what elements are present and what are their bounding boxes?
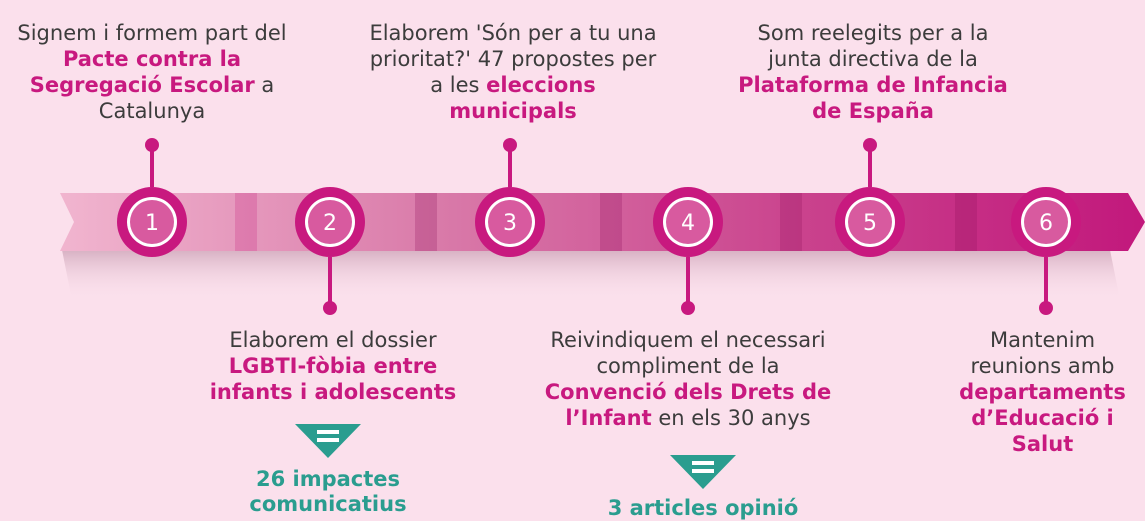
milestone-core [666, 200, 710, 244]
milestone-marker-6: 6 [1011, 187, 1081, 257]
caption-highlight: Plataforma de Infancia de España [738, 73, 1008, 123]
equals-arrow-icon [670, 455, 736, 489]
milestone-number: 4 [681, 211, 695, 236]
connector-dot [323, 301, 337, 315]
equals-arrow-icon [295, 424, 361, 458]
connector-dot [863, 138, 877, 152]
caption-text: en els 30 anys [651, 406, 811, 430]
milestone-caption-4: Reivindiquem el necessari compliment de … [543, 327, 833, 431]
caption-text: Signem i formem part del [17, 21, 287, 45]
milestone-caption-1: Signem i formem part del Pacte contra la… [7, 20, 297, 124]
caption-text: a Catalunya [98, 73, 275, 123]
milestone-marker-3: 3 [475, 187, 545, 257]
milestone-caption-6: Mantenim reunions amb departaments d’Edu… [945, 327, 1140, 457]
milestone-core [308, 200, 352, 244]
caption-text: Elaborem 'Són per a tu una prioritat?' 4… [369, 21, 657, 97]
milestone-core [848, 200, 892, 244]
connector-dot [1039, 301, 1053, 315]
timeline-band-shadow [62, 250, 1120, 300]
band-stripe [235, 193, 257, 251]
band-stripe [780, 193, 802, 251]
caption-text: Mantenim reunions amb [970, 328, 1115, 378]
connector-dot [145, 138, 159, 152]
result-text-milestone-2: 26 impactes comunicatius [249, 467, 407, 516]
caption-highlight: Pacte contra la Segregació Escolar [29, 47, 255, 97]
milestone-core [488, 200, 532, 244]
milestone-number: 2 [323, 211, 337, 236]
milestone-caption-5: Som reelegits per a la junta directiva d… [728, 20, 1018, 124]
caption-text: Elaborem el dossier [229, 328, 437, 352]
result-text-milestone-4: 3 articles opinió [607, 496, 799, 520]
milestone-marker-1: 1 [117, 187, 187, 257]
milestone-number: 1 [145, 211, 159, 236]
caption-text: Som reelegits per a la junta directiva d… [757, 21, 989, 71]
milestone-core [1024, 200, 1068, 244]
milestone-core [130, 200, 174, 244]
milestone-number: 5 [863, 211, 877, 236]
band-stripe [955, 193, 977, 251]
band-stripe [415, 193, 437, 251]
milestone-number: 6 [1039, 211, 1053, 236]
milestone-marker-2: 2 [295, 187, 365, 257]
caption-highlight: LGBTI-fòbia entre infants i adolescents [209, 354, 457, 404]
milestone-caption-3: Elaborem 'Són per a tu una prioritat?' 4… [368, 20, 658, 124]
connector-dot [503, 138, 517, 152]
milestone-caption-2: Elaborem el dossier LGBTI-fòbia entre in… [188, 327, 478, 405]
caption-highlight: departaments d’Educació i Salut [959, 380, 1126, 456]
milestone-marker-4: 4 [653, 187, 723, 257]
caption-text: Reivindiquem el necessari compliment de … [550, 328, 826, 378]
band-stripe [600, 193, 622, 251]
connector-dot [681, 301, 695, 315]
caption-highlight: eleccions municipals [449, 73, 596, 123]
milestone-marker-5: 5 [835, 187, 905, 257]
milestone-number: 3 [503, 211, 517, 236]
caption-highlight: Convenció dels Drets de l’Infant [544, 380, 832, 430]
